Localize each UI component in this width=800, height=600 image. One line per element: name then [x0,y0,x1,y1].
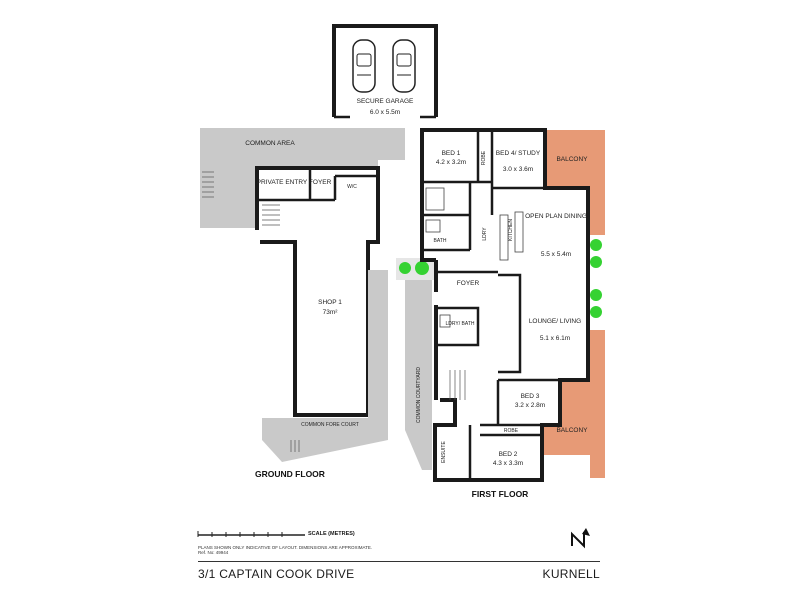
fore-court-label: COMMON FORE COURT [301,422,359,428]
common-area-label: COMMON AREA [245,140,295,147]
bed2-dims: 4.3 x 3.3m [493,460,523,467]
bath-label: BATH [434,238,447,244]
footer-suburb: KURNELL [542,567,600,581]
balcony-top-label: BALCONY [556,156,588,163]
lounge-label: LOUNGE/ LIVING [529,318,581,325]
plant-icon [396,258,434,280]
private-entry-foyer-label: PRIVATE ENTRY FOYER [257,179,332,186]
dining-label: OPEN PLAN DINING [525,213,587,220]
courtyard-label: COMMON COURTYARD [416,367,422,423]
ldry-bath-label: LDRY/ BATH [446,321,475,327]
wc-label: W/C [347,184,357,190]
shop1-label: SHOP 1 [318,299,342,306]
scale-label: SCALE (METRES) [308,531,355,537]
plant-icon [590,239,602,318]
disclaimer-line1: PLANS SHOWN ONLY INDICATIVE OF LAYOUT. D… [198,545,373,550]
bed3-label: BED 3 [521,393,540,400]
ground-floor: COMMON AREA PRIVATE ENTRY FOYER W/C SH [200,128,405,479]
kitchen-label: KITCHEN [508,219,514,241]
shop1-area: 73m² [323,309,339,316]
car-icon [352,39,376,93]
scale-bar [197,531,305,537]
common-courtyard: COMMON COURTYARD [396,258,434,470]
first-floor-title: FIRST FLOOR [472,489,529,499]
bed1-label: BED 1 [442,150,461,157]
stairs-icon [449,370,466,400]
robe-label: ROBE [481,150,487,165]
bed4-label: BED 4/ STUDY [496,150,541,157]
bed2-label: BED 2 [499,451,518,458]
common-fore-court-shade [262,418,388,462]
garage-dims: 6.0 x 5.5m [370,109,400,116]
bed4-dims: 3.0 x 3.6m [503,166,533,173]
first-floor: BED 1 4.2 x 3.2m ROBE BED 4/ STUDY 3.0 x… [420,128,605,499]
stairs-icon [262,204,280,226]
foyer-label: FOYER [457,280,480,287]
dining-dims: 5.5 x 5.4m [541,251,571,258]
footer-address: 3/1 CAPTAIN COOK DRIVE [198,567,355,581]
ground-floor-title: GROUND FLOOR [255,469,325,479]
bed3-dims: 3.2 x 2.8m [515,402,545,409]
stairs-icon [202,171,214,198]
disclaimer: PLANS SHOWN ONLY INDICATIVE OF LAYOUT. D… [198,545,398,555]
ensuite-label: ENSUITE [441,441,447,463]
robe2-label: ROBE [504,428,519,434]
balcony-bottom-label: BALCONY [556,427,588,434]
north-arrow-icon [571,528,590,549]
secure-garage: SECURE GARAGE 6.0 x 5.5m [332,24,438,119]
car-icon [392,39,416,93]
bed1-dims: 4.2 x 3.2m [436,159,466,166]
stairs-icon [290,440,300,452]
lounge-dims: 5.1 x 6.1m [540,335,570,342]
footer-divider [198,561,600,562]
disclaimer-line2: Ref. No: 49944 [198,550,229,555]
common-area-shade [200,128,405,228]
ldry-label: LDRY [482,227,488,241]
garage-label: SECURE GARAGE [357,98,414,105]
balcony-bottom [542,330,605,478]
